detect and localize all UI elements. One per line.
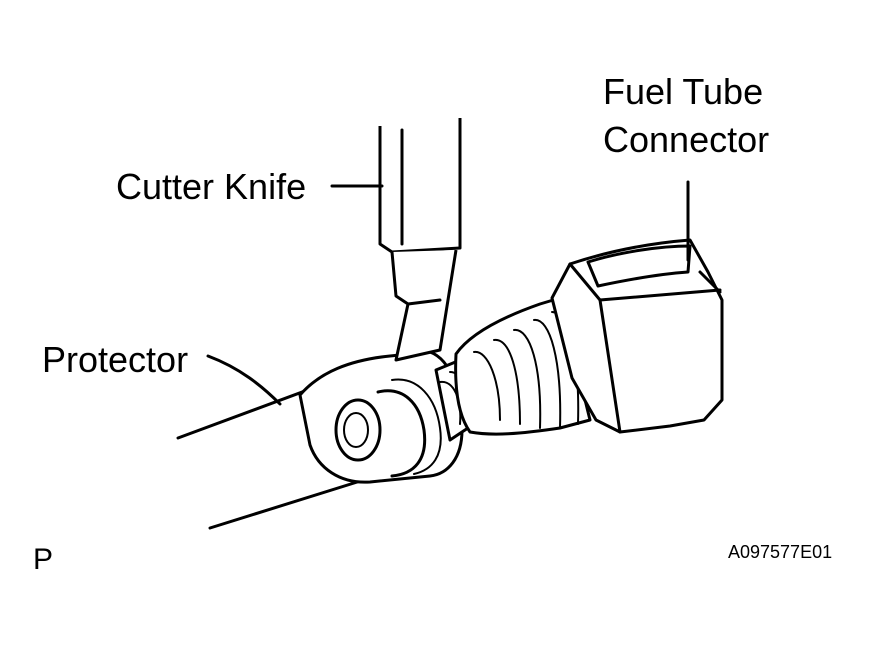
connector-body (550, 230, 724, 434)
figure-code: A097577E01 (728, 542, 833, 562)
protector-sleeve (298, 350, 464, 484)
leader-lines (206, 180, 690, 406)
label-cutter-knife: Cutter Knife (116, 166, 307, 207)
label-fuel-tube-connector-line1: Fuel Tube (603, 71, 764, 112)
label-fuel-tube-connector-line2: Connector (603, 119, 770, 160)
label-protector: Protector (42, 339, 189, 380)
leader-protector (206, 354, 282, 406)
cutter-knife (378, 118, 462, 362)
page-marker: P (33, 543, 54, 576)
